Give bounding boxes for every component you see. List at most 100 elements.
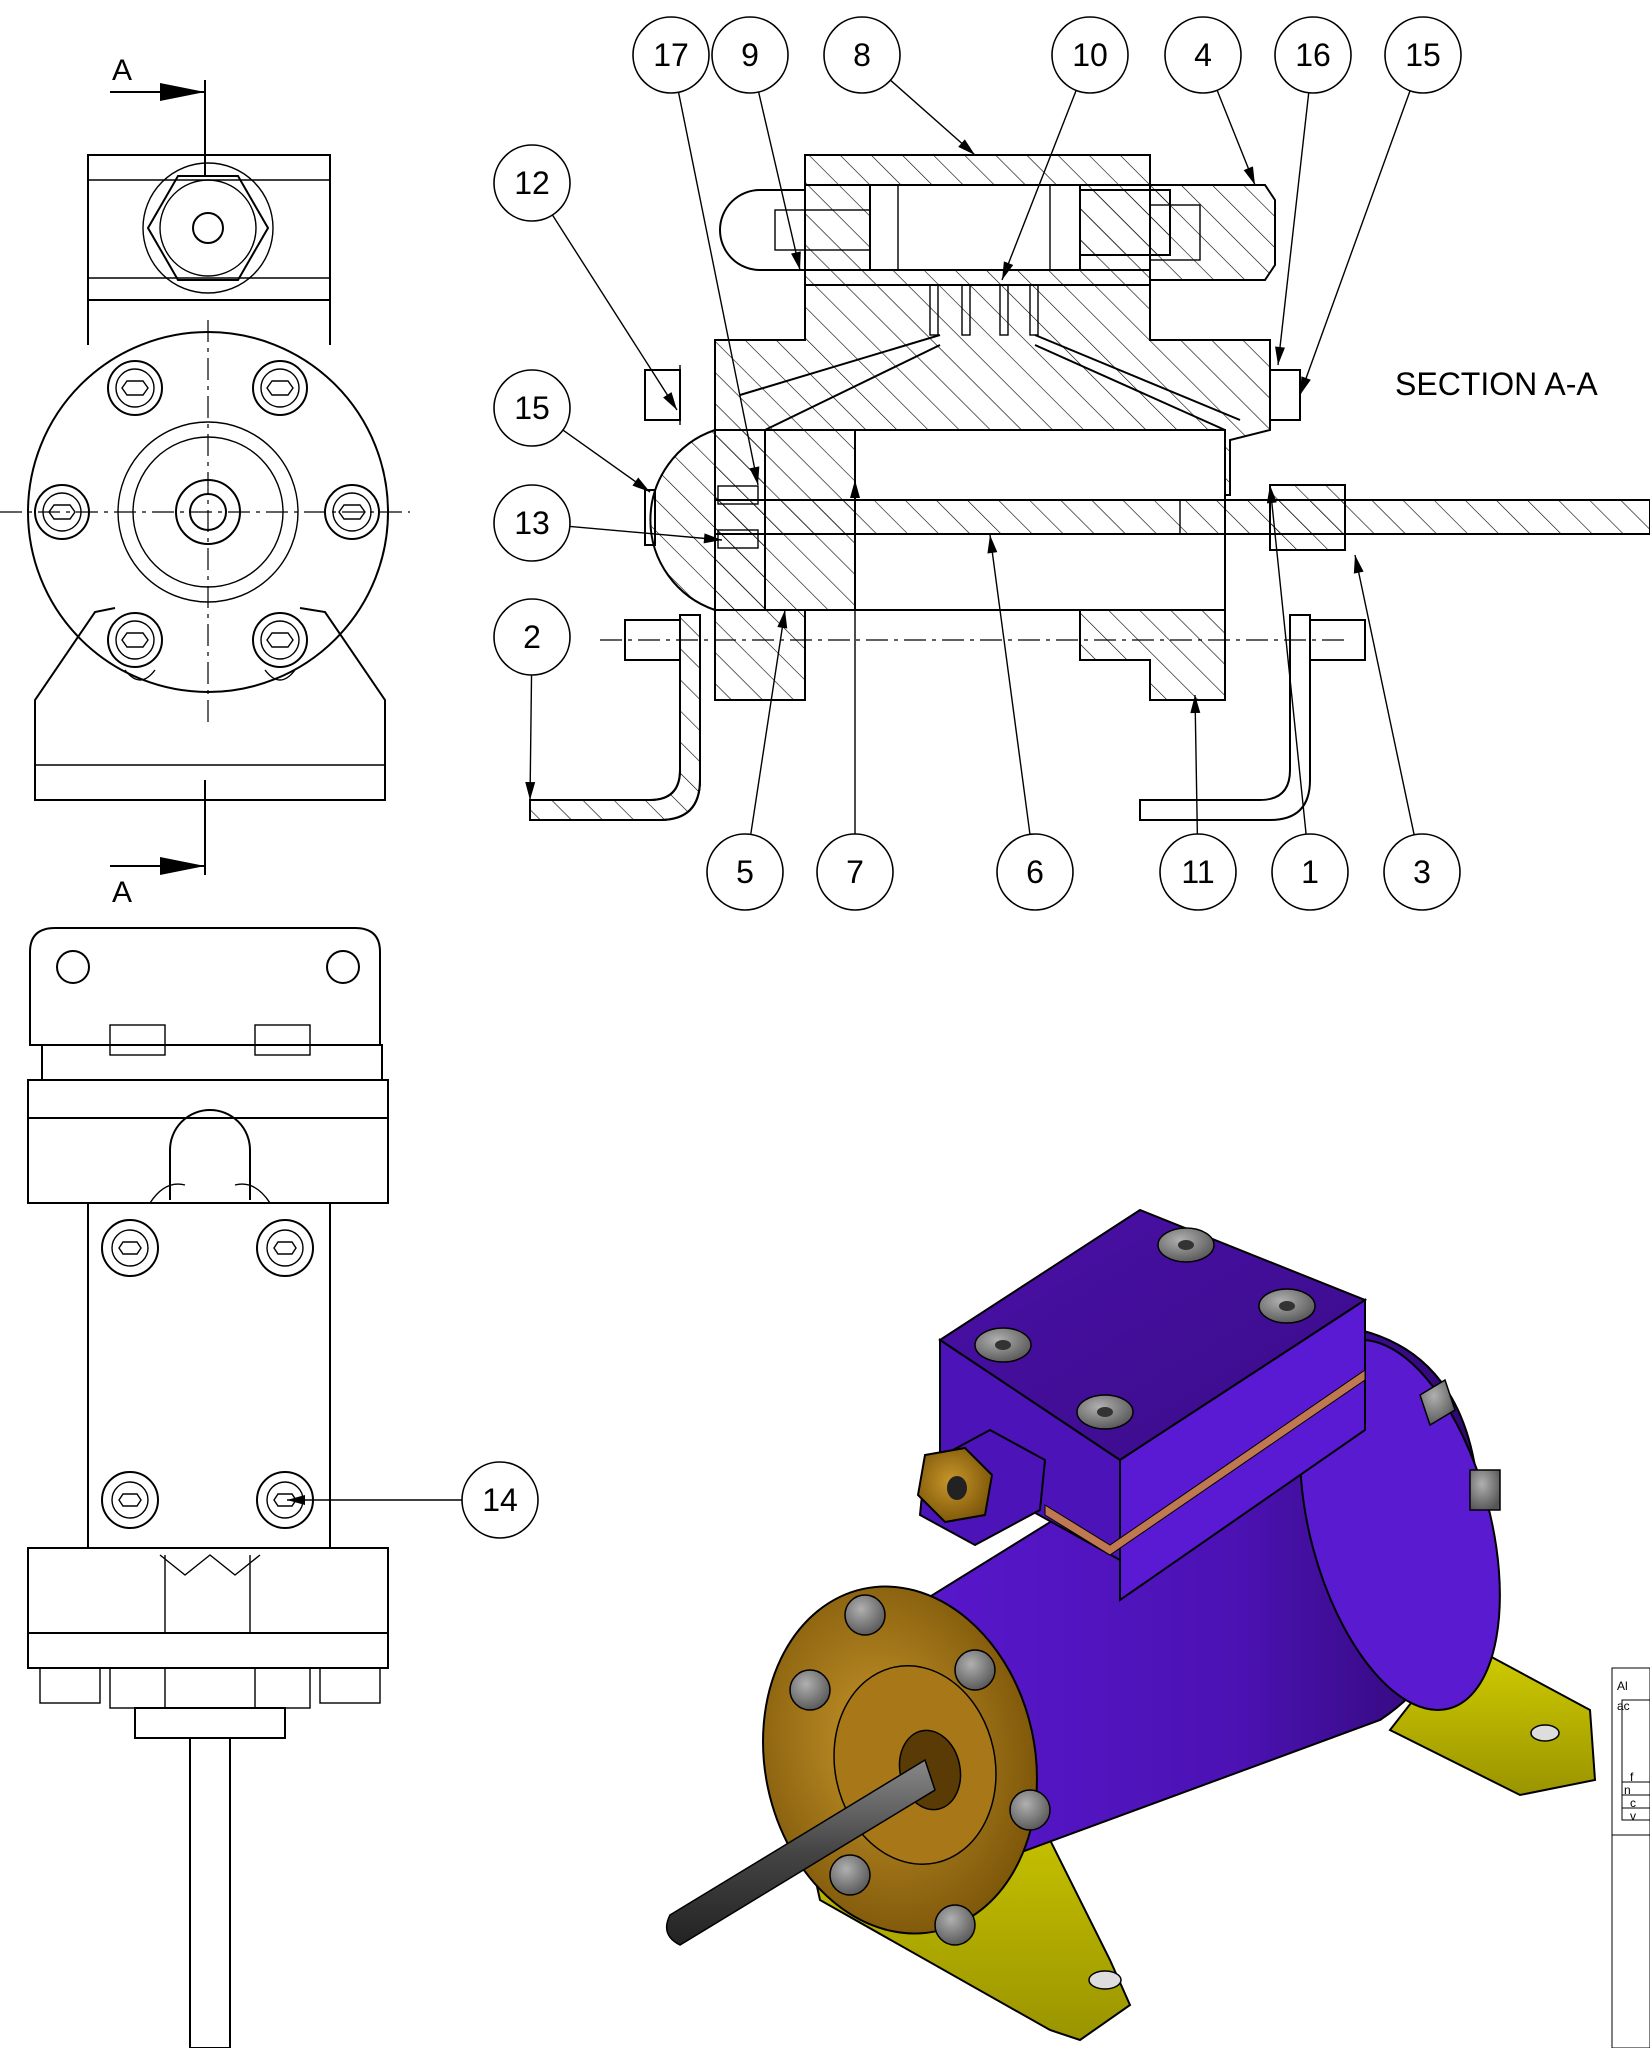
balloon-circle	[493, 484, 571, 562]
title-block: Al ac f n c v	[1611, 1667, 1650, 2048]
balloon-circle	[1051, 16, 1129, 94]
leader-b12	[551, 214, 678, 411]
balloon-b11: 11	[1159, 833, 1237, 911]
balloon-number: 10	[1072, 37, 1108, 73]
balloon-number: 14	[482, 1482, 518, 1518]
tb-frag-1: Al	[1617, 1679, 1628, 1693]
leader-b11	[1194, 694, 1199, 835]
balloon-b17: 17	[632, 16, 710, 94]
balloon-circle	[1271, 833, 1349, 911]
arrowhead-b8	[958, 139, 975, 155]
arrowhead-b12	[663, 392, 677, 410]
leaders	[287, 79, 1415, 1505]
top-box-right	[1119, 1298, 1366, 1602]
cutting-plane-bottom: A	[110, 780, 206, 909]
balloon-b3: 3	[1383, 833, 1461, 911]
arrowhead-b11	[1190, 695, 1201, 714]
balloon-number: 12	[514, 165, 550, 201]
arrowhead-b14	[287, 1495, 305, 1505]
balloon-circle	[493, 144, 571, 222]
balloon-circle	[1274, 16, 1352, 94]
balloon-number: 8	[853, 37, 871, 73]
balloon-circle	[711, 16, 789, 94]
balloon-b9: 9	[711, 16, 789, 94]
tb-frag-4: n	[1624, 1783, 1631, 1797]
balloon-b6: 6	[996, 833, 1074, 911]
arrowhead-b13	[703, 533, 722, 544]
balloon-b13: 13	[493, 484, 571, 562]
balloon-number: 16	[1295, 37, 1331, 73]
arrowhead-b3	[1353, 555, 1364, 574]
balloon-number: 1	[1301, 854, 1319, 890]
tb-frag-3: f	[1630, 1770, 1634, 1784]
balloon-circle	[461, 1461, 539, 1539]
arrowhead-b16	[1275, 346, 1285, 365]
balloon-number: 9	[741, 37, 759, 73]
cut-letter-bottom: A	[112, 876, 132, 909]
tb-frag-2: ac	[1617, 1699, 1630, 1713]
balloon-b12: 12	[493, 144, 571, 222]
arrowhead-b10	[1002, 261, 1014, 280]
flange-bolts	[34, 360, 380, 668]
front-view: A A	[0, 54, 410, 909]
arrowhead-b15a	[1300, 376, 1311, 395]
balloon-circle	[1384, 16, 1462, 94]
balloon-b10: 10	[1051, 16, 1129, 94]
balloon-b5: 5	[706, 833, 784, 911]
balloon-number: 6	[1026, 854, 1044, 890]
leader-b10	[1001, 90, 1077, 281]
balloon-b16: 16	[1274, 16, 1352, 94]
arrowhead-b17	[749, 466, 760, 485]
arrowhead-b4	[1243, 166, 1255, 185]
balloon-number: 5	[736, 854, 754, 890]
flange-bolts-iso	[789, 1594, 1051, 1946]
cut-letter-top: A	[112, 54, 132, 87]
arrowhead-b15b	[632, 477, 650, 492]
leader-b16	[1277, 92, 1310, 366]
arrowhead-b1	[1266, 485, 1277, 504]
balloon-number: 13	[514, 505, 550, 541]
balloon-b8: 8	[823, 16, 901, 94]
balloon-number: 4	[1194, 37, 1212, 73]
balloon-b15a: 15	[1384, 16, 1462, 94]
balloon-b4: 4	[1164, 16, 1242, 94]
balloon-circle	[816, 833, 894, 911]
balloon-circle	[996, 833, 1074, 911]
arrowhead-b5	[777, 610, 788, 629]
balloon-number: 2	[523, 619, 541, 655]
leader-b9	[757, 91, 801, 271]
balloon-b7: 7	[816, 833, 894, 911]
tb-frag-5: c	[1630, 1796, 1636, 1810]
leader-b6	[989, 534, 1031, 835]
balloon-number: 11	[1181, 854, 1214, 890]
balloon-b15b: 15	[493, 369, 571, 447]
balloon-number: 7	[846, 854, 864, 890]
cutting-plane-top: A	[110, 54, 206, 175]
balloon-circle	[1383, 833, 1461, 911]
arrowhead-b7	[850, 480, 860, 498]
balloon-b2: 2	[493, 598, 571, 676]
balloon-number: 15	[1405, 37, 1441, 73]
arrowhead-b2	[525, 781, 536, 800]
leader-b8	[889, 79, 976, 156]
arrowhead-b6	[987, 535, 998, 554]
leader-b2	[529, 674, 533, 801]
isometric-render	[665, 1208, 1597, 2042]
balloon-b14: 14	[461, 1461, 539, 1539]
threaded-rod	[665, 1758, 936, 1946]
balloon-b1: 1	[1271, 833, 1349, 911]
balloon-number: 17	[653, 37, 689, 73]
leader-b13	[569, 525, 723, 541]
plan-view	[27, 927, 389, 2048]
balloon-circle	[706, 833, 784, 911]
leader-b5	[750, 609, 786, 835]
leader-b15a	[1299, 90, 1411, 396]
balloon-number: 3	[1413, 854, 1431, 890]
top-bolts	[974, 1227, 1316, 1430]
balloon-circle	[493, 369, 571, 447]
section-view: SECTION A-A	[529, 154, 1650, 821]
balloon-number: 15	[514, 390, 550, 426]
tb-frag-6: v	[1630, 1809, 1636, 1823]
